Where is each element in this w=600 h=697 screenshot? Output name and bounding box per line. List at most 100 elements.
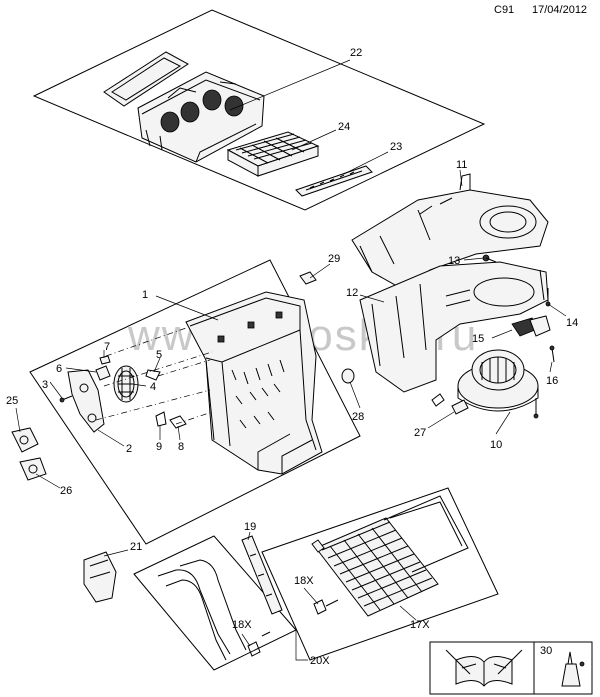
leader-5 (153, 357, 161, 373)
part-2-actuator (67, 369, 105, 433)
callout-15: 15 (472, 333, 484, 345)
callout-13: 13 (448, 255, 460, 267)
page-code: C91 (494, 4, 515, 16)
service-manual-icon (445, 649, 523, 687)
part-6-lever (95, 365, 111, 381)
part-8-clip (169, 415, 187, 429)
callout-3: 3 (42, 379, 48, 391)
part-10-screw (533, 398, 539, 419)
leader-12 (359, 294, 385, 303)
part-5-link (145, 369, 161, 381)
callout-21: 21 (130, 541, 142, 553)
callout-12: 12 (346, 287, 358, 299)
callout-5: 5 (156, 349, 162, 361)
sealant-bottle-icon (561, 651, 585, 687)
part-21-duct (83, 551, 117, 603)
part-12-lower-housing (359, 261, 549, 393)
assembly-line-3 (95, 389, 211, 421)
part-11-upper-housing (351, 173, 549, 291)
part-1-housing (185, 291, 323, 475)
part-24-filter (226, 131, 320, 177)
leader-6 (65, 367, 97, 373)
leader-21 (103, 549, 129, 557)
callout-19: 19 (244, 521, 256, 533)
callout-11: 11 (456, 159, 467, 171)
leader-20x (295, 630, 308, 661)
callout-26: 26 (60, 485, 72, 497)
callout-2: 2 (126, 443, 132, 455)
callout-27: 27 (414, 427, 426, 439)
part-23-cover (295, 165, 373, 197)
leader-25 (15, 407, 21, 433)
callout-6: 6 (56, 363, 62, 375)
leader-10 (495, 411, 511, 435)
leader-11 (459, 169, 463, 187)
part-9-clip (155, 411, 167, 427)
leader-18x-a (303, 587, 319, 605)
callout-7: 7 (104, 341, 110, 353)
part-29-nut (299, 271, 317, 285)
part-4-wheel (113, 365, 139, 403)
assembly-line-2 (103, 351, 213, 387)
part-16-screw (549, 345, 555, 363)
leader-22 (229, 59, 351, 111)
callout-18x-a: 18X (294, 575, 314, 587)
callout-8: 8 (178, 441, 184, 453)
leader-26 (35, 473, 61, 489)
leader-8 (177, 425, 181, 441)
leader-3 (49, 381, 63, 399)
part-18x-clip-a (313, 599, 339, 615)
sealant-icon-box (533, 641, 593, 695)
part-22-housing (137, 71, 265, 163)
part-26-actuator (19, 457, 47, 481)
part-20x-pipes (157, 559, 247, 661)
callout-30: 30 (540, 645, 552, 657)
callout-17x: 17X (410, 619, 430, 631)
callout-22: 22 (350, 47, 362, 59)
callout-18x-b: 18X (232, 619, 252, 631)
leader-18x-b (241, 633, 251, 647)
leader-17x (399, 605, 417, 621)
callout-14: 14 (566, 317, 578, 329)
callout-29: 29 (328, 253, 340, 265)
leader-13 (463, 257, 485, 261)
leader-1 (155, 295, 219, 321)
callout-24: 24 (338, 121, 350, 133)
leader-2 (97, 429, 125, 447)
leader-4 (131, 383, 147, 387)
leader-14 (547, 303, 567, 317)
part-15-resistor (511, 315, 551, 337)
part-28-grommet (341, 368, 355, 384)
part-7-clip (99, 355, 111, 365)
part-13-screw (482, 254, 497, 263)
callout-4: 4 (150, 381, 156, 393)
leader-27 (427, 411, 455, 429)
leader-24 (291, 129, 337, 151)
assembly-line-1 (105, 327, 187, 357)
group-frame-1 (29, 259, 361, 545)
callout-16: 16 (546, 375, 558, 387)
leader-15 (491, 329, 513, 339)
part-10-blower-motor (457, 349, 539, 412)
part-3-screw (59, 395, 73, 403)
callout-23: 23 (390, 141, 402, 153)
leader-23 (343, 151, 389, 175)
group-frame-22 (32, 9, 486, 211)
callout-25: 25 (6, 395, 18, 407)
assembly-line-5 (175, 411, 213, 425)
leader-29 (309, 263, 331, 279)
part-27-pin (431, 393, 469, 415)
part-17x-seal (383, 495, 469, 573)
leader-28 (349, 381, 361, 409)
callout-20x: 20X (310, 655, 330, 667)
leader-19 (247, 531, 251, 541)
diagram-date: 17/04/2012 (532, 4, 588, 16)
group-frame-17x (261, 487, 499, 661)
part-25-actuator (11, 427, 39, 453)
part-17x-heater-core (311, 517, 439, 617)
callout-9: 9 (156, 441, 162, 453)
part-22-seal (103, 51, 189, 107)
assembly-line-4 (157, 359, 211, 377)
